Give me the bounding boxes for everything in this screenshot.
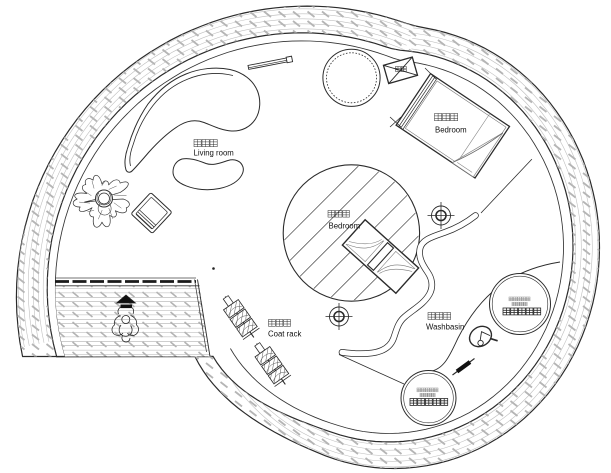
svg-text:Living room: Living room bbox=[194, 149, 234, 158]
svg-text:Bedroom: Bedroom bbox=[435, 126, 467, 135]
svg-text:Coat rack: Coat rack bbox=[268, 330, 301, 339]
svg-text:Washbasin: Washbasin bbox=[426, 323, 464, 332]
svg-text:Bedroom: Bedroom bbox=[329, 222, 361, 231]
